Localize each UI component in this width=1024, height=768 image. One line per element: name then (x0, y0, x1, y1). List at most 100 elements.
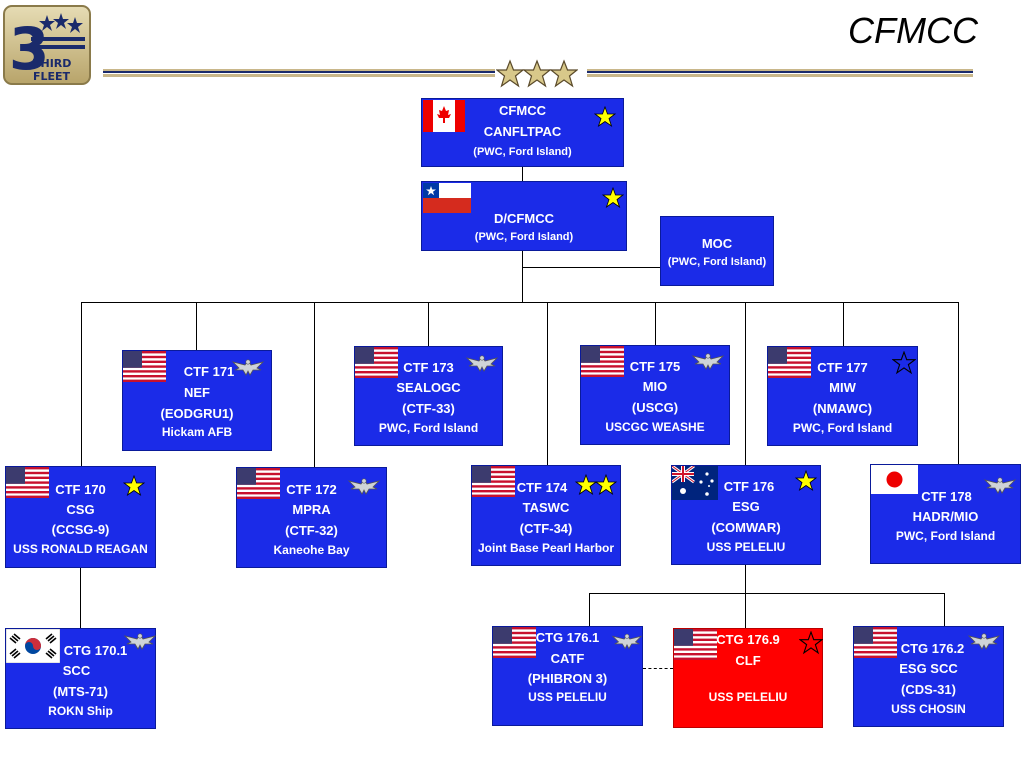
eagle-insignia-icon (465, 355, 499, 372)
node-line-1: CTF 173 (403, 360, 454, 375)
canada-flag-icon (423, 100, 465, 132)
node-line-4: Hickam AFB (161, 425, 233, 439)
node-ctf-171: CTF 171 NEF (EODGRU1) Hickam AFB (122, 350, 272, 451)
node-line-1: CTG 176.2 (900, 641, 965, 656)
node-ctg-176-1: CTG 176.1 CATF (PHIBRON 3) USS PELELIU (492, 626, 643, 726)
node-line-3: (CCSG-9) (51, 522, 110, 537)
node-line-2: SEALOGC (396, 380, 461, 395)
node-line-3: (COMWAR) (711, 520, 781, 535)
node-line-3: (EODGRU1) (160, 406, 234, 421)
node-line-3: (CTF-32) (285, 523, 338, 538)
node-line-2: ESG (732, 499, 760, 514)
node-line-2: (PWC, Ford Island) (474, 231, 574, 243)
node-line-3: (USCG) (631, 400, 679, 415)
us-flag-icon (6, 467, 49, 498)
node-line-1: CTF 172 (286, 482, 337, 497)
node-ctf-178: CTF 178 HADR/MIO PWC, Ford Island (870, 464, 1021, 564)
yellow-star-icon (602, 187, 624, 209)
us-flag-icon (237, 468, 280, 499)
us-flag-icon (581, 346, 624, 377)
node-line-2: CSG (66, 502, 95, 517)
node-line-1: D/CFMCC (494, 211, 554, 226)
node-line-1: CFMCC (499, 103, 546, 118)
us-flag-icon (355, 347, 398, 378)
eagle-insignia-icon (123, 633, 157, 650)
svg-text:THIRD: THIRD (33, 57, 71, 70)
yellow-star-icon (123, 475, 145, 497)
node-line-1: CTG 176.1 (535, 630, 600, 645)
eagle-insignia-icon (691, 353, 725, 370)
node-line-1: CTG 170.1 (63, 643, 128, 658)
japan-flag-icon (871, 465, 918, 494)
node-line-1: MOC (701, 236, 733, 251)
three-stars-icon (496, 59, 578, 88)
node-line-2: CANFLTPAC (483, 124, 562, 139)
node-line-4: PWC, Ford Island (792, 421, 893, 435)
node-line-3: (CDS-31) (901, 682, 956, 697)
outline-star-icon (892, 351, 916, 375)
node-line-1: CTF 178 (921, 489, 972, 504)
australia-flag-icon (672, 466, 718, 500)
svg-text:FLEET: FLEET (33, 70, 71, 83)
node-line-3: (PHIBRON 3) (527, 671, 608, 686)
node-line-1: CTF 176 (723, 479, 775, 494)
node-ctg-170-1: CTG 170.1 SCC (MTS-71) ROKN Ship (5, 628, 157, 729)
node-line-4: Joint Base Pearl Harbor (477, 541, 615, 555)
node-line-4: PWC, Ford Island (378, 421, 479, 435)
node-line-2: TASWC (522, 500, 570, 515)
korea-flag-icon (6, 629, 60, 663)
yellow-star-icon (795, 470, 817, 492)
node-line-2: NEF (184, 385, 210, 400)
node-ctf-177: CTF 177 MIW (NMAWC) PWC, Ford Island (767, 346, 918, 446)
node-ctf-176: CTF 176 ESG (COMWAR) USS PELELIU (671, 465, 821, 565)
node-line-2: SCC (62, 663, 91, 678)
us-flag-icon (472, 466, 515, 497)
node-ctf-174: CTF 174 TASWC (CTF-34) Joint Base Pearl … (471, 465, 621, 566)
eagle-insignia-icon (967, 633, 1001, 650)
node-ctf-170: CTF 170 CSG (CCSG-9) USS RONALD REAGAN (5, 466, 156, 568)
us-flag-icon (854, 627, 897, 658)
node-line-4: Kaneohe Bay (273, 543, 350, 557)
node-line-4: ROKN Ship (48, 704, 113, 718)
node-line-3: (PWC, Ford Island) (473, 146, 572, 158)
outline-star-icon (799, 631, 823, 655)
two-yellow-stars-icon (575, 474, 617, 496)
node-line-4: USS RONALD REAGAN (13, 542, 148, 556)
page-title: CFMCC (848, 10, 978, 51)
node-moc: MOC (PWC, Ford Island) (660, 216, 774, 286)
node-line-1: CTF 177 (817, 360, 868, 375)
node-ctf-172: CTF 172 MPRA (CTF-32) Kaneohe Bay (236, 467, 387, 568)
third-fleet-logo: 3 THIRD FLEET (3, 5, 91, 85)
node-line-2: (PWC, Ford Island) (667, 256, 767, 268)
divider-left (103, 69, 495, 77)
eagle-insignia-icon (347, 478, 381, 495)
node-line-2: MPRA (292, 502, 331, 517)
node-line-4: USS PELELIU (528, 690, 607, 704)
node-line-2: CLF (735, 653, 761, 668)
chile-flag-icon (423, 183, 471, 213)
node-ctf-173: CTF 173 SEALOGC (CTF-33) PWC, Ford Islan… (354, 346, 503, 446)
node-line-4: USS CHOSIN (891, 702, 966, 716)
yellow-star-icon (594, 106, 616, 128)
node-d-cfmcc: D/CFMCC (PWC, Ford Island) (421, 181, 627, 251)
us-flag-icon (123, 351, 166, 382)
node-line-3: (NMAWC) (812, 401, 873, 416)
node-line-2: HADR/MIO (912, 509, 979, 524)
node-line-3: (MTS-71) (53, 684, 108, 699)
node-line-4: USS PELELIU (706, 540, 786, 554)
node-line-3: (CTF-34) (519, 521, 573, 536)
divider-right (587, 69, 973, 77)
node-line-1: CTF 171 (183, 364, 235, 379)
node-line-1: CTF 175 (629, 359, 681, 374)
node-line-2: MIO (642, 379, 668, 394)
node-line-2: ESG SCC (899, 661, 958, 676)
us-flag-icon (768, 347, 811, 378)
node-ctg-176-2: CTG 176.2 ESG SCC (CDS-31) USS CHOSIN (853, 626, 1004, 727)
node-line-3: PWC, Ford Island (895, 529, 996, 543)
eagle-insignia-icon (983, 477, 1017, 494)
node-cfmcc: CFMCC CANFLTPAC (PWC, Ford Island) (421, 98, 624, 167)
eagle-insignia-icon (611, 633, 643, 650)
node-line-1: CTG 176.9 (716, 632, 780, 647)
node-line-2: CATF (550, 651, 585, 666)
node-line-1: CTF 174 (516, 480, 568, 495)
